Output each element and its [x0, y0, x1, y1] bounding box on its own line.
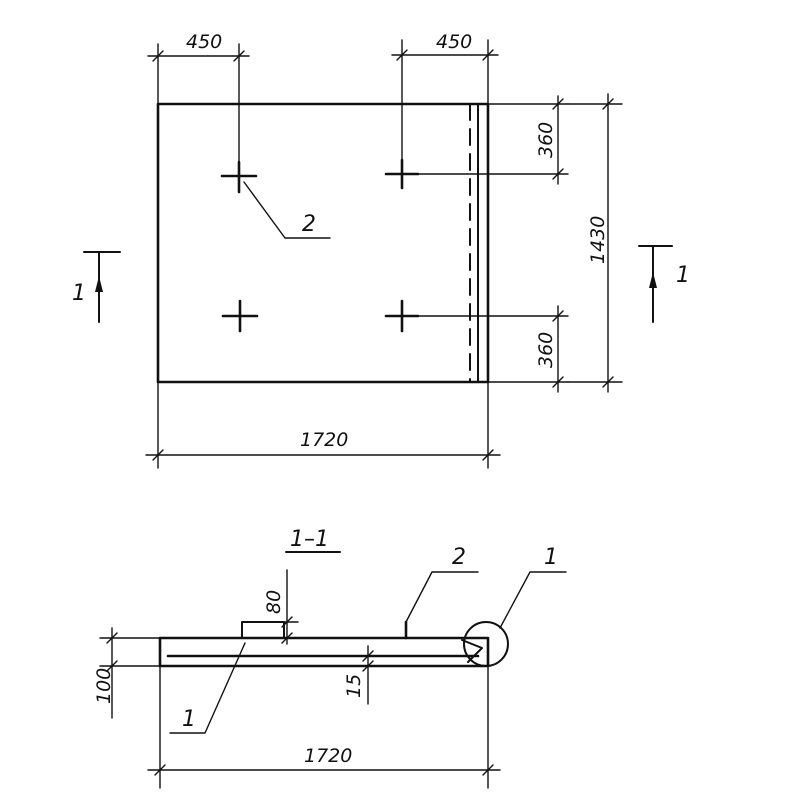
dim-thickness — [99, 627, 161, 719]
dim-top-left-text: 450 — [186, 31, 222, 53]
dim-cover — [362, 645, 374, 705]
anchor-cross — [220, 160, 258, 194]
dim-right-top — [417, 95, 569, 185]
dim-right-bottom — [417, 305, 569, 393]
detail-leader — [499, 571, 567, 629]
dim-top-left — [147, 43, 250, 167]
leader-line — [243, 181, 331, 239]
dim-right-top-text: 360 — [535, 122, 557, 158]
section-mark-right — [638, 245, 673, 323]
dim-section-width-text: 1720 — [304, 745, 352, 767]
insert-label: 2 — [452, 545, 466, 570]
dim-overall-width-text: 1720 — [300, 429, 348, 451]
dim-right-bottom-text: 360 — [535, 332, 557, 368]
dim-boss — [281, 569, 299, 645]
dim-section-width — [147, 665, 501, 789]
dim-boss-text: 80 — [263, 590, 285, 614]
insert-leader — [405, 571, 479, 623]
dim-overall-height-text: 1430 — [587, 216, 609, 264]
rebar-leader — [169, 642, 246, 734]
anchor-cross — [221, 299, 259, 333]
dim-thickness-text: 100 — [93, 668, 115, 704]
dim-overall-width — [145, 381, 501, 469]
detail-circle — [463, 621, 509, 667]
dim-overall-height — [567, 93, 623, 393]
section-mark-left-label: 1 — [72, 281, 86, 306]
leader-label: 2 — [302, 212, 316, 237]
detail-label: 1 — [544, 545, 558, 570]
section-view: 1–1 100 80 — [93, 527, 567, 789]
dim-top-right-text: 450 — [436, 31, 472, 53]
section-mark-left — [83, 251, 121, 323]
dim-top-right — [391, 39, 499, 167]
dim-cover-text: 15 — [343, 674, 365, 698]
rebar-hook — [461, 639, 483, 663]
anchor-cross — [384, 299, 420, 333]
section-title: 1–1 — [290, 527, 329, 552]
section-mark-right-label: 1 — [676, 263, 690, 288]
rebar-label: 1 — [182, 707, 196, 732]
slab-outline — [158, 636, 490, 668]
plate-outline — [156, 102, 490, 384]
slab-boss — [241, 621, 285, 639]
plan-view: 450 450 360 360 — [72, 31, 690, 469]
